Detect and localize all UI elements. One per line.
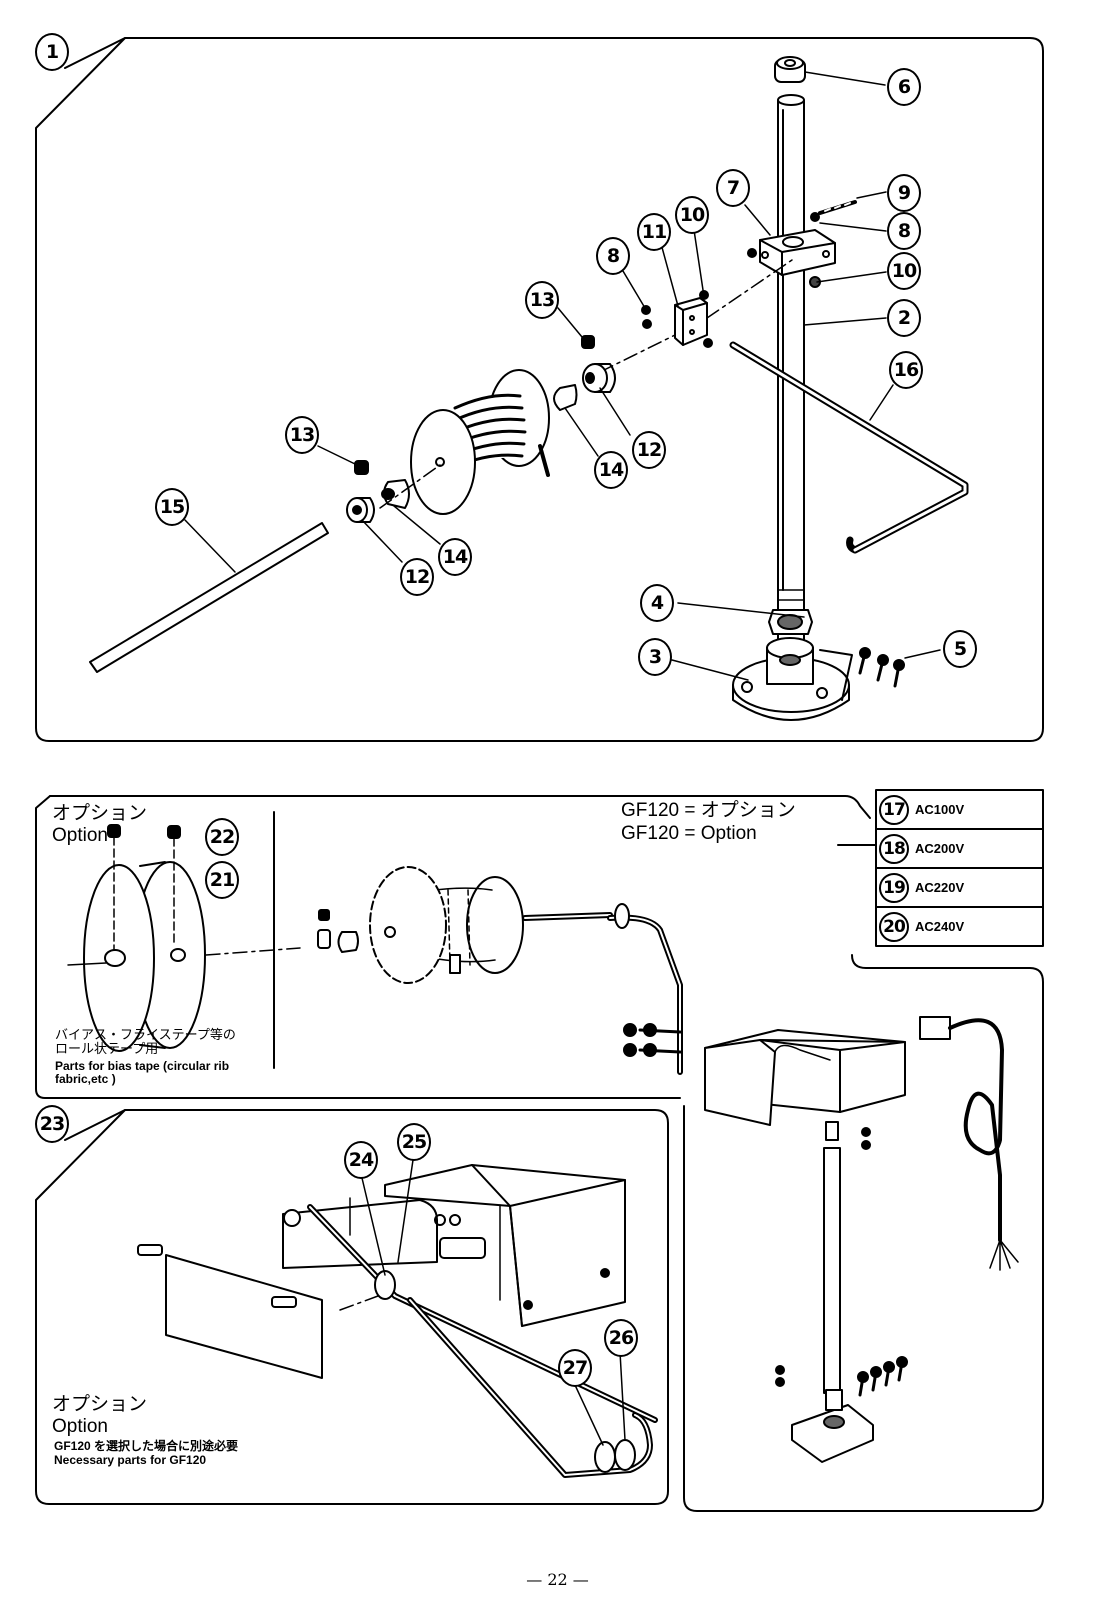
option-note-en-2: fabric,etc ): [55, 1072, 116, 1086]
voltage-row: 17 AC100V: [876, 790, 1043, 829]
option-title-en: Option: [52, 825, 108, 846]
callout-18: 18: [879, 833, 909, 864]
post-assembly: [732, 56, 905, 721]
spool-rod: [89, 522, 329, 673]
callout-7: 7: [716, 169, 750, 207]
callout-15: 15: [155, 488, 189, 526]
guide-arm: [729, 341, 969, 554]
callout-16: 16: [889, 351, 923, 389]
callout-1: 1: [35, 33, 69, 71]
voltage-label: AC200V: [915, 841, 965, 856]
callout-20: 20: [879, 911, 909, 942]
voltage-label: AC100V: [915, 802, 965, 817]
cone-upper: [553, 384, 578, 411]
clamp-block: [641, 290, 713, 348]
voltage-row: 18 AC200V: [876, 829, 1043, 868]
callout-5: 5: [943, 630, 977, 668]
panel-1-frame: [35, 37, 1044, 742]
callout-13-lower: 13: [285, 416, 319, 454]
callout-14-upper: 14: [594, 451, 628, 489]
option-note-jp-2: ロール状テープ用: [55, 1041, 159, 1056]
callout-27: 27: [558, 1349, 592, 1387]
voltage-row: 19 AC220V: [876, 868, 1043, 907]
callout-17: 17: [879, 794, 909, 825]
option-note-en-1: Parts for bias tape (circular rib: [55, 1059, 230, 1073]
panel-23-frame: [35, 1109, 669, 1505]
panel-23-assembly: [137, 1159, 658, 1478]
callout-3: 3: [638, 638, 672, 676]
callout-26: 26: [604, 1319, 638, 1357]
callout-11: 11: [637, 213, 671, 251]
callout-22: 22: [205, 818, 239, 856]
option-title-jp: オプション: [52, 803, 148, 824]
callout-25: 25: [397, 1123, 431, 1161]
spool: [410, 369, 550, 515]
gf120-panel-title-jp: オプション: [52, 1394, 148, 1415]
callout-8-right: 8: [887, 212, 921, 250]
voltage-label: AC220V: [915, 880, 965, 895]
callout-9: 9: [887, 174, 921, 212]
callout-24: 24: [344, 1141, 378, 1179]
callout-2: 2: [887, 299, 921, 337]
voltage-row: 20 AC240V: [876, 907, 1043, 946]
callout-23: 23: [35, 1105, 69, 1143]
callout-19: 19: [879, 872, 909, 903]
callout-6: 6: [887, 68, 921, 106]
tape-spool: [317, 866, 683, 1075]
callout-8-left: 8: [596, 237, 630, 275]
callout-12-lower: 12: [400, 558, 434, 596]
page-number: — 22 —: [526, 1570, 589, 1589]
gf120-panel-note-jp: GF120 を選択した場合に別途必要: [54, 1439, 239, 1453]
gf120-panel-note-en: Necessary parts for GF120: [54, 1453, 207, 1467]
gf120-header-en: GF120 = Option: [621, 823, 757, 844]
callout-13-upper: 13: [525, 281, 559, 319]
gf120-panel-title-en: Option: [52, 1416, 108, 1437]
callout-4: 4: [640, 584, 674, 622]
callout-14-lower: 14: [438, 538, 472, 576]
gf120-header-jp: GF120 = オプション: [621, 800, 796, 821]
collar-lower: [346, 460, 375, 523]
reel-set: [67, 824, 301, 1052]
voltage-label: AC240V: [915, 919, 965, 934]
option-note-jp-1: バイアス・フライステープ等の: [55, 1027, 236, 1042]
callout-21: 21: [205, 861, 239, 899]
callout-12-upper: 12: [632, 431, 666, 469]
callout-10-left: 10: [675, 196, 709, 234]
collar-upper: [581, 335, 616, 393]
motor-unit: [623, 1016, 1019, 1463]
option-panel-frame: [49, 795, 871, 819]
callout-10-right: 10: [887, 252, 921, 290]
